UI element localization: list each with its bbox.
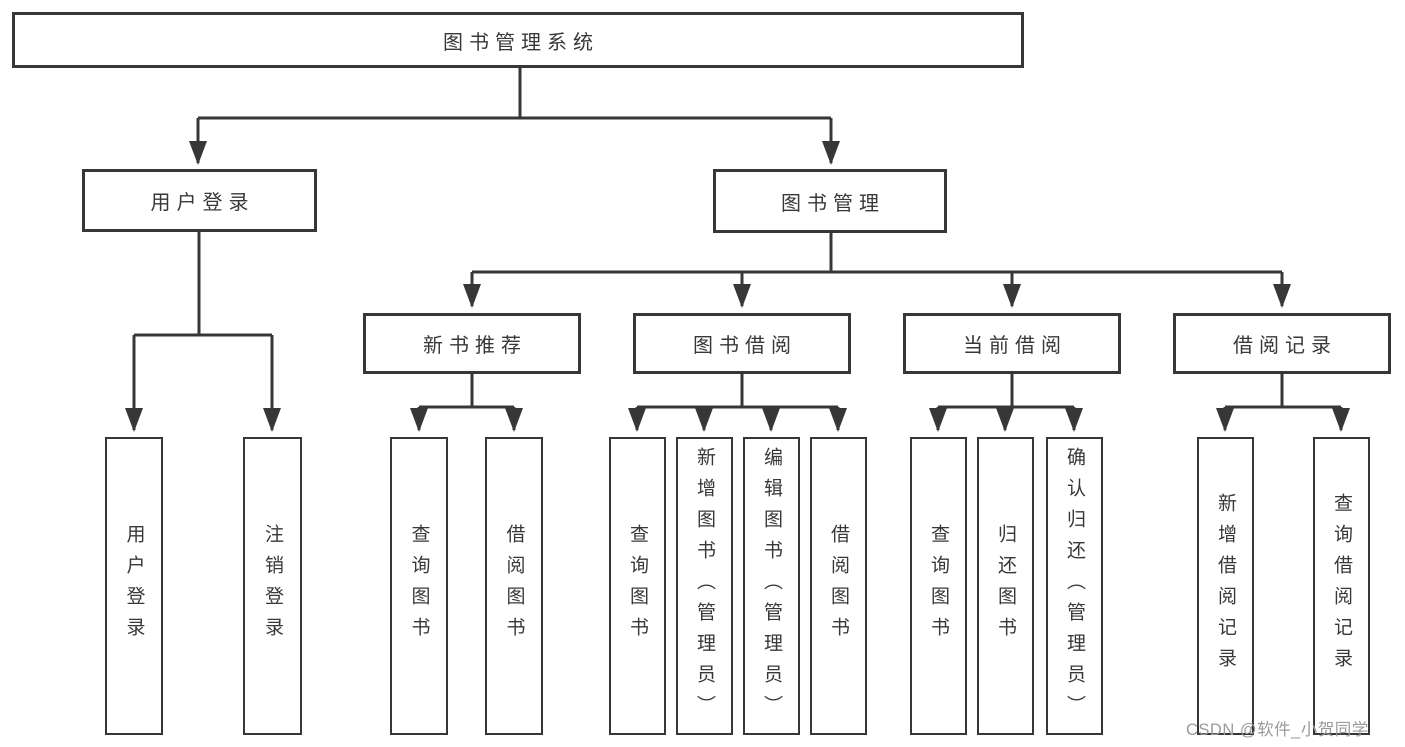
leaf-borrow-books-label: 借阅图书 bbox=[828, 524, 849, 648]
leaf-confirm-return-admin-label: 确认归还（管理员） bbox=[1064, 446, 1085, 726]
leaf-query-books-borrow: 查询图书 bbox=[609, 437, 666, 735]
node-book-borrow-label: 图书借阅 bbox=[693, 335, 797, 357]
leaf-borrow-books-recommend-label: 借阅图书 bbox=[503, 524, 525, 648]
node-current-borrow-label: 当前借阅 bbox=[963, 335, 1067, 357]
node-user-login: 用户登录 bbox=[82, 169, 317, 232]
leaf-borrow-books-recommend: 借阅图书 bbox=[485, 437, 543, 735]
node-current-borrow: 当前借阅 bbox=[903, 313, 1121, 374]
leaf-query-books-current: 查询图书 bbox=[910, 437, 967, 735]
node-borrow-records: 借阅记录 bbox=[1173, 313, 1391, 374]
leaf-query-borrow-record: 查询借阅记录 bbox=[1313, 437, 1370, 735]
leaf-return-books-label: 归还图书 bbox=[995, 524, 1016, 648]
leaf-logout-label: 注销登录 bbox=[262, 524, 283, 648]
node-new-book-recommend-label: 新书推荐 bbox=[423, 335, 527, 357]
node-borrow-records-label: 借阅记录 bbox=[1233, 335, 1337, 357]
node-new-book-recommend: 新书推荐 bbox=[363, 313, 581, 374]
leaf-add-borrow-record-label: 新增借阅记录 bbox=[1215, 493, 1236, 679]
leaf-edit-books-admin-label: 编辑图书（管理员） bbox=[761, 446, 782, 726]
connector-root-to-level2 bbox=[198, 68, 831, 120]
leaf-edit-books-admin: 编辑图书（管理员） bbox=[743, 437, 800, 735]
connector-book-mgmt-split bbox=[472, 233, 1282, 274]
node-book-management: 图书管理 bbox=[713, 169, 947, 233]
node-root-label: 图书管理系统 bbox=[443, 31, 599, 54]
csdn-watermark: CSDN @软件_小贺同学 bbox=[1186, 721, 1369, 739]
leaf-confirm-return-admin: 确认归还（管理员） bbox=[1046, 437, 1103, 735]
leaf-logout: 注销登录 bbox=[243, 437, 302, 735]
connector-current-borrow-split bbox=[938, 374, 1074, 409]
leaf-user-login: 用户登录 bbox=[105, 437, 163, 735]
leaf-query-books-current-label: 查询图书 bbox=[928, 524, 949, 648]
leaf-query-books-recommend: 查询图书 bbox=[390, 437, 448, 735]
node-book-management-label: 图书管理 bbox=[781, 192, 885, 215]
node-root-system: 图书管理系统 bbox=[12, 12, 1024, 68]
leaf-add-borrow-record: 新增借阅记录 bbox=[1197, 437, 1254, 735]
connector-new-book-split bbox=[419, 374, 514, 409]
leaf-query-borrow-record-label: 查询借阅记录 bbox=[1331, 493, 1352, 679]
leaf-query-books-borrow-label: 查询图书 bbox=[627, 524, 648, 648]
connector-book-borrow-split bbox=[637, 374, 838, 409]
node-user-login-label: 用户登录 bbox=[150, 192, 255, 214]
leaf-add-books-admin-label: 新增图书（管理员） bbox=[694, 446, 715, 726]
leaf-return-books: 归还图书 bbox=[977, 437, 1034, 735]
connector-borrow-records-split bbox=[1225, 374, 1341, 409]
leaf-query-books-recommend-label: 查询图书 bbox=[408, 524, 430, 648]
leaf-add-books-admin: 新增图书（管理员） bbox=[676, 437, 733, 735]
connector-user-login-split bbox=[134, 232, 272, 337]
leaf-borrow-books: 借阅图书 bbox=[810, 437, 867, 735]
node-book-borrow: 图书借阅 bbox=[633, 313, 851, 374]
leaf-user-login-label: 用户登录 bbox=[123, 524, 145, 648]
